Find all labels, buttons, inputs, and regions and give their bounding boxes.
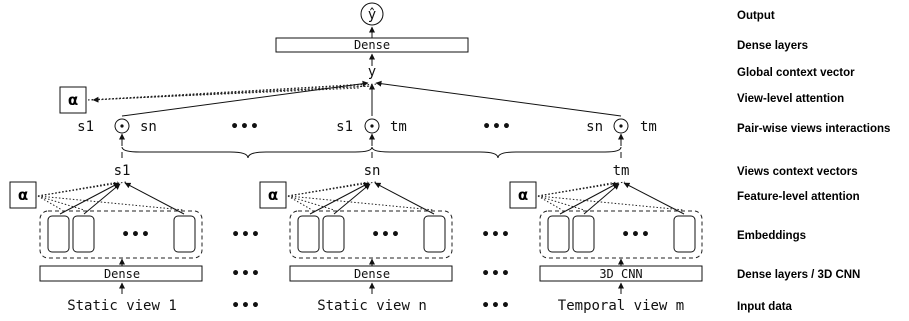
view-level-alpha: α bbox=[59, 86, 87, 114]
encoder-3dcnn bbox=[539, 265, 703, 282]
embedding-cell bbox=[47, 215, 70, 253]
feature-alpha-3-symbol: α bbox=[518, 186, 528, 204]
feature-alpha-2-symbol: α bbox=[268, 186, 278, 204]
input-label-2: Static view n bbox=[317, 298, 427, 314]
ellipsis-encoder-b: ••• bbox=[481, 266, 511, 282]
feature-alpha-3: α bbox=[509, 181, 537, 209]
top-dense-layer: Dense bbox=[275, 37, 469, 53]
embedding-cell bbox=[322, 215, 345, 253]
pair-1-left: s1 bbox=[77, 119, 94, 135]
embedding-ellipsis-2: ••• bbox=[371, 227, 401, 243]
output-node: ŷ bbox=[360, 2, 384, 26]
label-view-attention: View-level attention bbox=[737, 93, 844, 105]
layer-labels: Output Dense layers Global context vecto… bbox=[737, 10, 890, 313]
embedding-cell bbox=[547, 215, 570, 253]
column-static-view-1: s1 α ••• Dense Static view 1 bbox=[9, 163, 203, 314]
context-vector-sn: sn bbox=[364, 163, 381, 179]
label-input-data: Input data bbox=[737, 301, 793, 313]
feature-alpha-1: α bbox=[9, 181, 37, 209]
feature-alpha-2: α bbox=[259, 181, 287, 209]
top-dense-label: Dense bbox=[354, 38, 390, 52]
pair-ellipsis-1: ••• bbox=[230, 119, 260, 135]
embedding-ellipsis-3: ••• bbox=[621, 227, 651, 243]
embedding-cell bbox=[72, 215, 95, 253]
encoder-label-3: 3D CNN bbox=[599, 267, 642, 281]
ellipsis-encoder-a: ••• bbox=[231, 266, 261, 282]
context-vector-tm: tm bbox=[613, 163, 630, 179]
input-label-1: Static view 1 bbox=[67, 298, 177, 314]
label-views-context: Views context vectors bbox=[737, 166, 858, 178]
embedding-ellipsis-1: ••• bbox=[121, 227, 151, 243]
embedding-cell bbox=[572, 215, 595, 253]
pair-2: s1 tm bbox=[336, 118, 407, 135]
encoder-label-1: Dense bbox=[104, 267, 140, 281]
pair-1-right: sn bbox=[140, 119, 157, 135]
embedding-cell bbox=[423, 215, 446, 253]
embedding-cell bbox=[673, 215, 696, 253]
ellipsis-embeddings-b: ••• bbox=[481, 227, 511, 243]
label-encoders: Dense layers / 3D CNN bbox=[737, 269, 860, 281]
context-vector-s1: s1 bbox=[114, 163, 131, 179]
pair-1: s1 sn bbox=[77, 118, 157, 135]
embeddings-group-2 bbox=[289, 210, 453, 259]
label-pairwise: Pair-wise views interactions bbox=[737, 123, 890, 135]
embedding-cell bbox=[297, 215, 320, 253]
label-output: Output bbox=[737, 10, 775, 22]
pair-2-right: tm bbox=[390, 119, 407, 135]
pair-2-left: s1 bbox=[336, 119, 353, 135]
encoder-label-2: Dense bbox=[354, 267, 390, 281]
interaction-brace bbox=[121, 146, 622, 159]
global-context-vector: y bbox=[368, 64, 376, 80]
label-embeddings: Embeddings bbox=[737, 230, 806, 242]
view-attention-lines bbox=[87, 83, 379, 103]
ellipsis-embeddings-a: ••• bbox=[231, 227, 261, 243]
pair-ellipsis-2: ••• bbox=[482, 119, 512, 135]
column-static-view-n: sn α ••• Dense Static view n bbox=[259, 163, 453, 314]
output-symbol: ŷ bbox=[368, 7, 376, 23]
column-temporal-view-m: tm α ••• 3D CNN Temporal view m bbox=[509, 163, 703, 314]
embeddings-group-3 bbox=[539, 210, 703, 259]
embeddings-group-1 bbox=[39, 210, 203, 259]
ellipsis-input-a: ••• bbox=[231, 298, 261, 314]
encoder-dense-2 bbox=[289, 265, 453, 282]
label-feature-attention: Feature-level attention bbox=[737, 191, 860, 203]
label-global-context: Global context vector bbox=[737, 67, 855, 79]
encoder-dense-1 bbox=[39, 265, 203, 282]
input-label-3: Temporal view m bbox=[558, 298, 684, 314]
label-dense-layers: Dense layers bbox=[737, 40, 808, 52]
pair-3-right: tm bbox=[640, 119, 657, 135]
pair-3-left: sn bbox=[586, 119, 603, 135]
pair-3: sn tm bbox=[586, 118, 657, 135]
alpha-symbol: α bbox=[68, 91, 78, 109]
feature-alpha-1-symbol: α bbox=[18, 186, 28, 204]
embedding-cell bbox=[173, 215, 196, 253]
ellipsis-input-b: ••• bbox=[481, 298, 511, 314]
